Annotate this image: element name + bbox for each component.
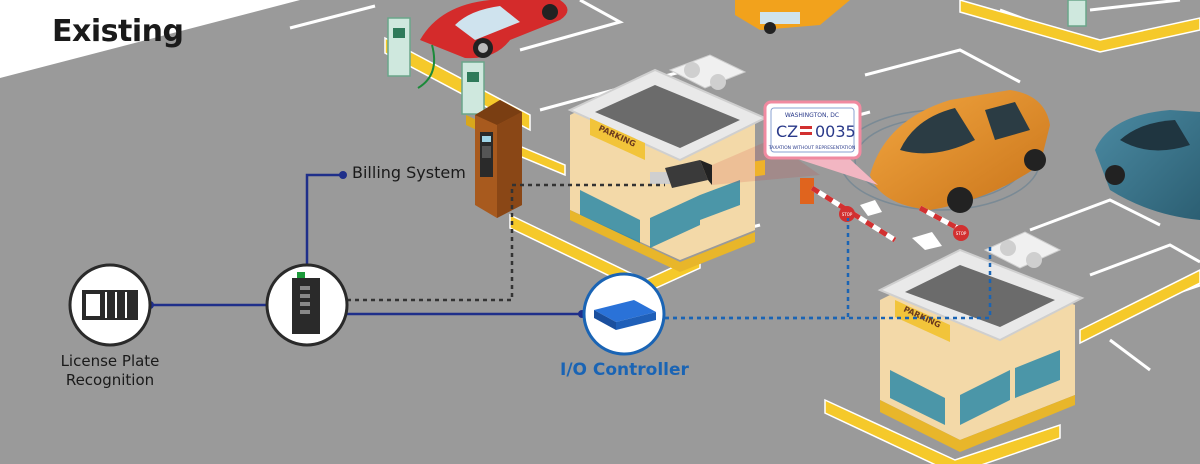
line-billing xyxy=(305,173,343,270)
io-controller-label: I/O Controller xyxy=(560,360,689,380)
car-icon xyxy=(420,0,568,59)
plate-callout: WASHINGTON, DC CZ 0035 TAXATION WITHOUT … xyxy=(763,100,878,185)
billing-system-label: Billing System xyxy=(352,163,466,182)
plate-number-prefix: CZ xyxy=(776,122,798,141)
lpr-node xyxy=(68,263,152,347)
line-camera xyxy=(347,183,665,302)
camera-icon xyxy=(650,140,820,188)
gate-barrier-icon xyxy=(800,178,969,250)
io-controller-icon xyxy=(594,300,656,330)
lpr-label-text: License Plate Recognition xyxy=(60,352,160,389)
booth-icon xyxy=(567,54,768,272)
payment-kiosk-icon xyxy=(475,100,522,218)
plate-state-text: WASHINGTON, DC xyxy=(785,112,839,119)
car-icon xyxy=(839,90,1050,213)
plate-slogan-text: TAXATION WITHOUT REPRESENTATION xyxy=(768,145,855,151)
switch-node xyxy=(265,263,349,347)
car-icon xyxy=(735,0,850,34)
line-gate-1 xyxy=(665,218,850,320)
corner-white xyxy=(0,0,300,78)
car-icon xyxy=(1095,110,1200,220)
io-controller-node xyxy=(582,272,666,356)
plate-number-suffix: 0035 xyxy=(815,122,856,141)
ev-charger-icon xyxy=(387,0,1087,115)
lpr-label: License Plate Recognition xyxy=(40,352,180,390)
server-rack-icon xyxy=(82,290,138,320)
booth-icon xyxy=(877,231,1085,452)
diagram-title: Existing xyxy=(52,14,184,49)
ethernet-switch-icon xyxy=(292,272,320,334)
